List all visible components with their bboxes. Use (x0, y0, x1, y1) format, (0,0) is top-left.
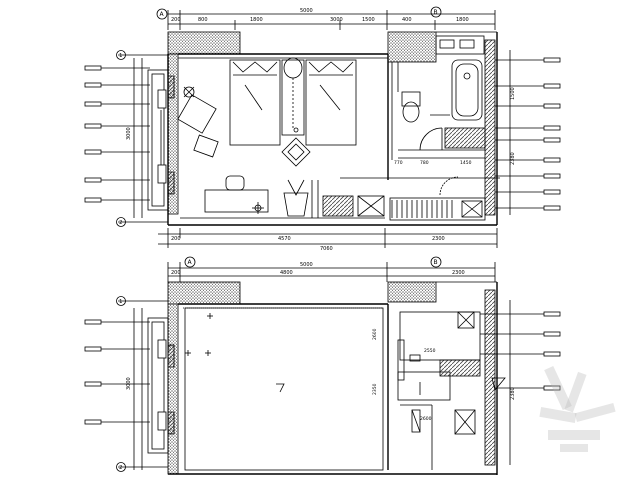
upper-dim-bottom-3: 2300 (432, 236, 445, 242)
upper-window-left (147, 69, 175, 211)
lounge-chair (177, 86, 219, 158)
twin-beds (229, 57, 357, 146)
lower-grid-b: B (434, 259, 438, 266)
lower-right-callouts: 2380 (480, 300, 561, 465)
upper-dim-top-1: 200 (171, 17, 181, 23)
upper-grid-1: 1 (119, 53, 123, 59)
lower-dim-top-1: 200 (171, 270, 181, 276)
upper-left-callouts: 3000 1 2 (84, 50, 168, 227)
lower-top-dimensions: 200 4800 2300 5000 A B (167, 256, 496, 282)
logo-watermark-icon (539, 365, 616, 452)
lower-plan: 200 4800 2300 5000 A B (84, 256, 561, 475)
upper-grid-b: B (434, 9, 438, 16)
lower-grid-2: 2 (119, 465, 123, 471)
bathroom: 770 780 1450 (394, 35, 486, 196)
lower-dim-right: 2380 (510, 387, 516, 400)
upper-right-callouts: 1500 2380 (495, 50, 561, 215)
upper-dim-bottom-2: 4570 (278, 236, 291, 242)
upper-dim-top-6: 400 (402, 17, 412, 23)
upper-plan: 200 800 1800 3000 1500 400 1800 5000 A B (84, 6, 561, 252)
lower-window-left (147, 317, 175, 454)
lower-walls (167, 281, 498, 475)
lower-ceiling-label-4: 2600 (420, 416, 432, 422)
upper-wash-label-3: 1450 (460, 160, 472, 166)
upper-wash-label-1: 770 (394, 160, 403, 166)
upper-dim-bottom-1: 200 (171, 236, 181, 242)
upper-dim-top-3: 1800 (250, 17, 263, 23)
upper-dim-top-7: 1800 (456, 17, 469, 23)
lower-dim-top-3: 2300 (452, 270, 465, 276)
upper-bottom-dimensions: 200 4570 2300 7060 (158, 228, 498, 252)
ceiling-fixtures: 2600 2550 2350 2600 (185, 311, 506, 470)
lower-ceiling-label-2: 2550 (424, 348, 436, 354)
upper-top-dimensions: 200 800 1800 3000 1500 400 1800 5000 A B (156, 6, 496, 30)
upper-dim-top-total: 5000 (300, 8, 313, 14)
lower-dim-top-2: 4800 (280, 270, 293, 276)
lower-ceiling-label-1: 2600 (372, 328, 378, 340)
upper-dim-top-4: 3000 (330, 17, 343, 23)
upper-dim-top-5: 1500 (362, 17, 375, 23)
lower-grid-1: 1 (119, 299, 123, 305)
upper-dim-bottom-total: 7060 (320, 246, 333, 252)
lower-dim-top-total: 5000 (300, 262, 313, 268)
decor (281, 137, 319, 218)
upper-dim-left: 3000 (126, 127, 132, 140)
upper-dim-top-2: 800 (198, 17, 208, 23)
upper-grid-a: A (160, 11, 165, 18)
wardrobe (322, 177, 500, 221)
upper-grid-2: 2 (119, 220, 123, 226)
upper-wash-label-2: 780 (420, 160, 429, 166)
lower-grid-a: A (188, 259, 193, 266)
lower-ceiling-label-3: 2350 (372, 383, 378, 395)
upper-dim-right-2: 2380 (510, 152, 516, 165)
upper-dim-right-1: 1500 (510, 87, 516, 100)
upper-walls (167, 31, 498, 226)
desk (204, 175, 269, 214)
lower-left-callouts: 3000 1 2 (84, 296, 168, 472)
